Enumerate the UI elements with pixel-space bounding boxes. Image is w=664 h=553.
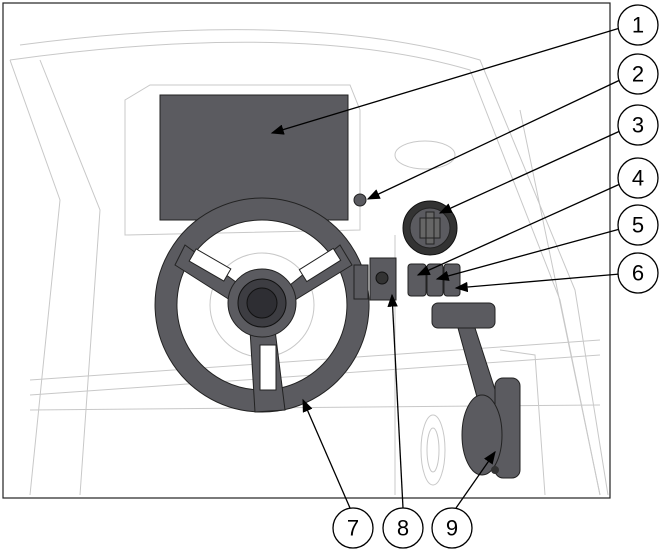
steering-wheel xyxy=(154,197,370,413)
callout-4: 4 xyxy=(617,157,659,199)
callout-8: 8 xyxy=(382,507,424,549)
trim-switch-panel xyxy=(353,257,397,301)
callout-label: 7 xyxy=(347,516,359,541)
callout-label: 2 xyxy=(632,62,644,87)
callout-label: 9 xyxy=(446,516,458,541)
callout-7: 7 xyxy=(332,507,374,549)
hull-line-art xyxy=(9,29,609,496)
small-button xyxy=(353,193,367,207)
callout-3: 3 xyxy=(617,104,659,146)
rocker-switches xyxy=(407,263,461,297)
throttle-lever xyxy=(431,302,521,479)
figure-frame xyxy=(2,2,611,499)
callout-label: 3 xyxy=(632,113,644,138)
callout-label: 6 xyxy=(632,261,644,286)
callout-9: 9 xyxy=(431,507,473,549)
callout-5: 5 xyxy=(617,204,659,246)
callout-label: 1 xyxy=(632,13,644,38)
ignition-switch xyxy=(402,200,458,256)
callout-label: 5 xyxy=(632,213,644,238)
callout-2: 2 xyxy=(617,53,659,95)
callout-label: 8 xyxy=(397,516,409,541)
callout-6: 6 xyxy=(617,252,659,294)
leader-lines xyxy=(270,27,621,509)
callout-1: 1 xyxy=(617,4,659,46)
callout-label: 4 xyxy=(632,166,644,191)
